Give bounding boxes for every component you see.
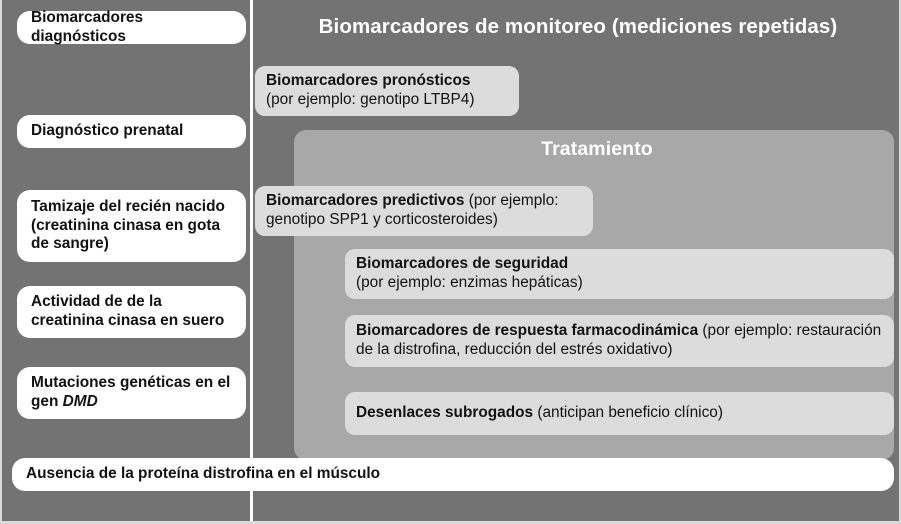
card-dmd-gene-mutations-gene: DMD xyxy=(62,393,98,410)
card-dystrophin-absence-label: Ausencia de la proteína distrofina en el… xyxy=(26,465,381,483)
card-dmd-gene-mutations-label: Mutaciones genéticas en el gen DMD xyxy=(31,374,232,411)
card-pharmacodynamic-response-biomarkers-lead: Biomarcadores de respuesta farmacodinámi… xyxy=(356,322,699,340)
card-diagnostic-biomarkers-label: Biomarcadores diagnósticos xyxy=(31,8,144,45)
card-surrogate-outcomes-lead: Desenlaces subrogados xyxy=(356,404,534,422)
card-predictive-biomarkers-tail: (por ejemplo: genotipo SPP1 y corticoste… xyxy=(266,192,559,228)
column-divider xyxy=(250,0,253,521)
card-predictive-biomarkers: Biomarcadores predictivos (por ejemplo: … xyxy=(255,186,593,236)
card-newborn-screening-label: Tamizaje del recién nacido (creatinina c… xyxy=(31,198,225,253)
card-serum-creatine-kinase: Actividad de de la creatinina cinasa en … xyxy=(17,286,246,338)
card-safety-biomarkers-lead: Biomarcadores de seguridad xyxy=(356,255,569,273)
card-safety-biomarkers-label: Biomarcadores de seguridad(por ejemplo: … xyxy=(356,255,883,292)
card-prognostic-biomarkers-lead: Biomarcadores pronósticos xyxy=(266,72,471,90)
card-dmd-gene-mutations-lead: Mutaciones genéticas en el gen xyxy=(31,374,231,410)
card-pharmacodynamic-response-biomarkers-tail: (por ejemplo: restauración de la distrof… xyxy=(356,322,882,358)
card-newborn-screening: Tamizaje del recién nacido (creatinina c… xyxy=(17,190,246,262)
card-prognostic-biomarkers-tail: (por ejemplo: genotipo LTBP4) xyxy=(266,91,475,108)
card-dmd-gene-mutations: Mutaciones genéticas en el gen DMD xyxy=(17,367,246,419)
card-prognostic-biomarkers-label: Biomarcadores pronósticos(por ejemplo: g… xyxy=(266,72,508,109)
card-dystrophin-absence: Ausencia de la proteína distrofina en el… xyxy=(12,458,894,491)
card-pharmacodynamic-response-biomarkers-label: Biomarcadores de respuesta farmacodinámi… xyxy=(356,322,883,359)
card-surrogate-outcomes-label: Desenlaces subrogados (anticipan benefic… xyxy=(356,404,883,423)
card-surrogate-outcomes-tail: (anticipan beneficio clínico) xyxy=(533,404,723,422)
card-pharmacodynamic-response-biomarkers: Biomarcadores de respuesta farmacodinámi… xyxy=(345,315,894,367)
treatment-panel-title: Tratamiento xyxy=(541,138,653,160)
card-prenatal-diagnosis-label: Diagnóstico prenatal xyxy=(31,122,184,140)
card-serum-creatine-kinase-label: Actividad de de la creatinina cinasa en … xyxy=(31,293,225,329)
card-diagnostic-biomarkers: Biomarcadores diagnósticos xyxy=(17,8,246,45)
card-predictive-biomarkers-label: Biomarcadores predictivos (por ejemplo: … xyxy=(266,192,582,229)
card-predictive-biomarkers-lead: Biomarcadores predictivos xyxy=(266,192,465,210)
card-safety-biomarkers-tail: (por ejemplo: enzimas hepáticas) xyxy=(356,274,583,291)
card-prognostic-biomarkers: Biomarcadores pronósticos(por ejemplo: g… xyxy=(255,66,519,116)
card-safety-biomarkers: Biomarcadores de seguridad(por ejemplo: … xyxy=(345,249,894,299)
card-prenatal-diagnosis: Diagnóstico prenatal xyxy=(17,115,246,148)
card-surrogate-outcomes: Desenlaces subrogados (anticipan benefic… xyxy=(345,392,894,435)
monitoring-panel-title: Biomarcadores de monitoreo (mediciones r… xyxy=(318,15,838,38)
